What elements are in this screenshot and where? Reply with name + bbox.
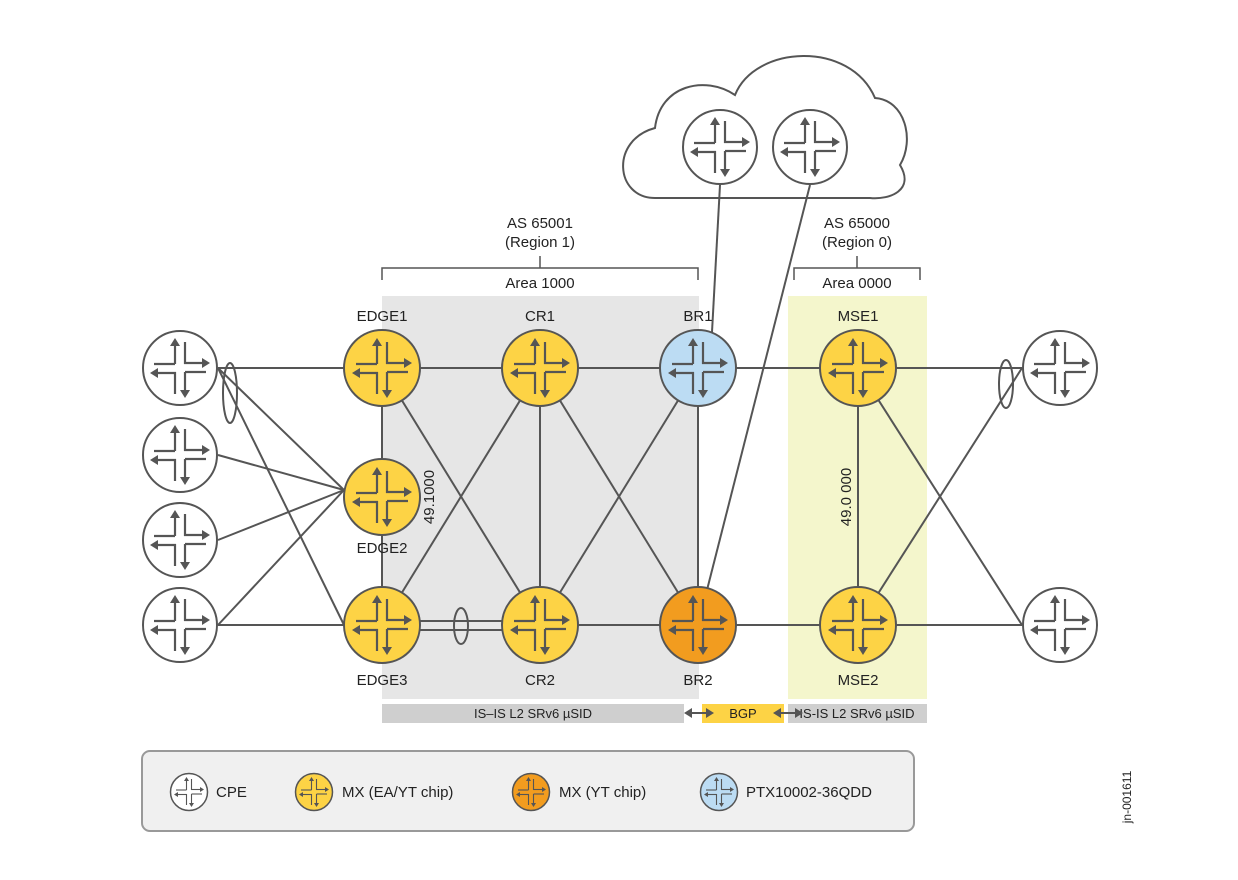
bar-bgp	[702, 704, 784, 723]
node-br1	[659, 329, 737, 407]
cpe-router-left-1	[142, 330, 218, 406]
cloud-router-1	[682, 109, 758, 185]
node-br2-label: BR2	[683, 672, 712, 689]
node-edge1	[343, 329, 421, 407]
cpe-router-right-2	[1022, 587, 1098, 663]
region1-bracket	[381, 256, 699, 280]
bgp-arrows-icon	[684, 708, 803, 718]
cloud-router-2	[772, 109, 848, 185]
region0-as-label: AS 65000	[824, 215, 890, 232]
node-br1-label: BR1	[683, 308, 712, 325]
region1-area-label: Area 1000	[505, 275, 574, 292]
region1-net-label: 49.1000	[421, 470, 438, 524]
figure-id: jn-001611	[1120, 770, 1134, 824]
node-cr2	[501, 586, 579, 664]
node-cr1-label: CR1	[525, 308, 555, 325]
region0-bracket	[793, 256, 921, 280]
lag-ellipse-right-cpe	[998, 359, 1014, 409]
node-edge3-label: EDGE3	[357, 672, 408, 689]
region0-net-label: 49.0 000	[838, 468, 855, 526]
cpe-router-left-2	[142, 417, 218, 493]
bar-isis-left	[382, 704, 684, 723]
node-edge2-label: EDGE2	[357, 540, 408, 557]
region1-as-label: AS 65001	[507, 215, 573, 232]
cpe-router-right-1	[1022, 330, 1098, 406]
region0-area-label: Area 0000	[822, 275, 891, 292]
bar-bgp-label: BGP	[729, 706, 756, 721]
legend-mx-ea-yt-router-icon	[294, 772, 334, 812]
cpe-router-left-3	[142, 502, 218, 578]
legend-cpe-router-icon	[169, 772, 209, 812]
bar-isis-left-label: IS–IS L2 SRv6 µSID	[474, 706, 592, 721]
lag-ellipse-edge3-cr2	[453, 607, 469, 645]
node-mse1-label: MSE1	[838, 308, 879, 325]
legend-cpe-label: CPE	[216, 784, 247, 801]
bar-isis-right-label: IS-IS L2 SRv6 µSID	[799, 706, 914, 721]
lag-ellipse-left-cpe	[222, 362, 238, 424]
legend-mx-ea-yt-label: MX (EA/YT chip)	[342, 784, 453, 801]
legend-mx-yt-label: MX (YT chip)	[559, 784, 646, 801]
node-cr1	[501, 329, 579, 407]
region0-name-label: (Region 0)	[822, 234, 892, 251]
legend-ptx-label: PTX10002-36QDD	[746, 784, 872, 801]
node-edge1-label: EDGE1	[357, 308, 408, 325]
node-mse2-label: MSE2	[838, 672, 879, 689]
node-cr2-label: CR2	[525, 672, 555, 689]
legend-mx-yt-router-icon	[511, 772, 551, 812]
legend-ptx-router-icon	[699, 772, 739, 812]
node-mse2	[819, 586, 897, 664]
region1-name-label: (Region 1)	[505, 234, 575, 251]
bar-isis-right	[788, 704, 927, 723]
node-br2	[659, 586, 737, 664]
cpe-router-left-4	[142, 587, 218, 663]
node-edge3	[343, 586, 421, 664]
cloud-shape	[622, 55, 908, 200]
node-edge2	[343, 458, 421, 536]
node-mse1	[819, 329, 897, 407]
